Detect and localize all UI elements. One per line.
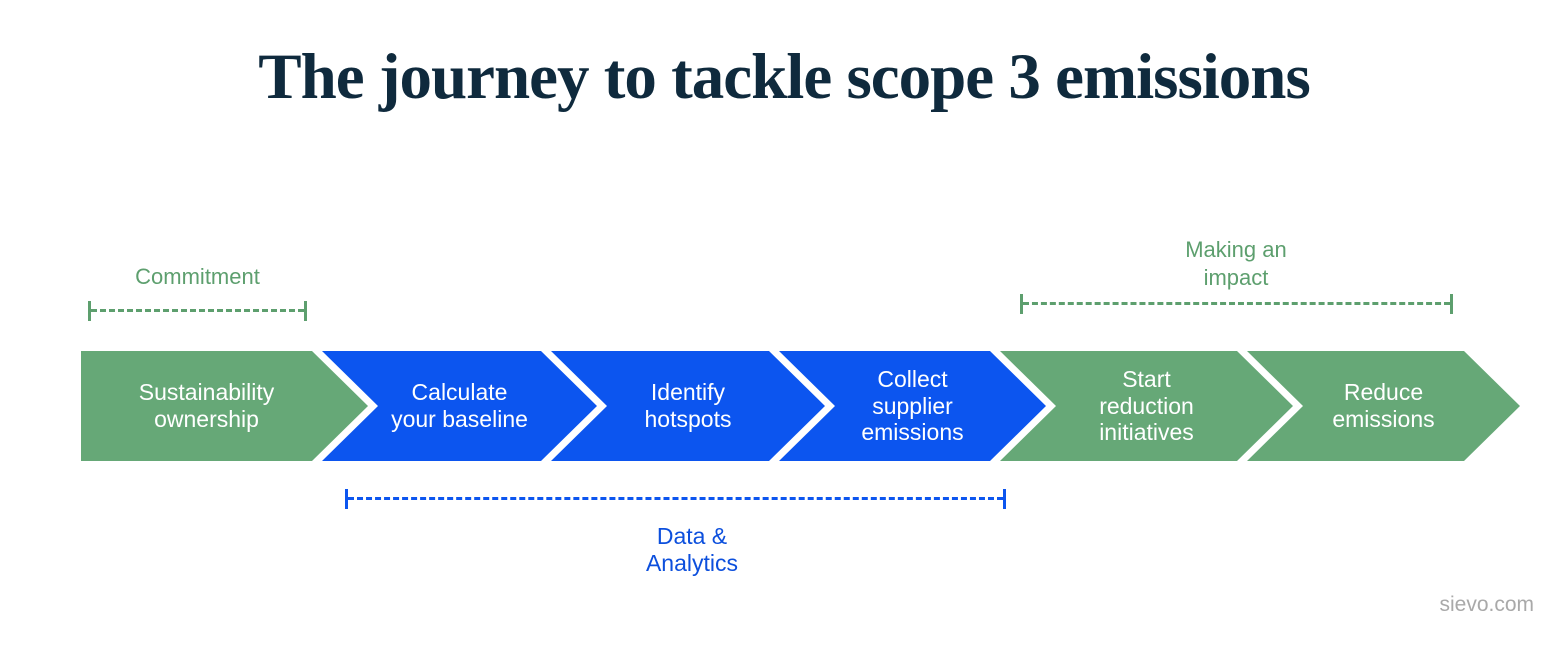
- bracket-right-tick: [1450, 294, 1453, 314]
- website-url: sievo.com: [1439, 593, 1534, 616]
- bracket-left-tick: [88, 301, 91, 321]
- bracket-dashed-line: [348, 497, 1003, 500]
- bracket-right-tick: [304, 301, 307, 321]
- phase-label-commitment: Commitment: [135, 264, 260, 289]
- page-title: The journey to tackle scope 3 emissions: [258, 41, 1311, 113]
- phase-bracket-commitment: [88, 301, 307, 321]
- phase-label-making-an-impact: Making an impact: [1185, 237, 1287, 290]
- bracket-right-tick: [1003, 489, 1006, 509]
- stage-collect-supplier-emissions: Collect supplier emissions: [779, 351, 1046, 461]
- bracket-dashed-line: [91, 309, 304, 312]
- bracket-left-tick: [345, 489, 348, 509]
- stage-start-reduction-initiatives: Start reduction initiatives: [1000, 351, 1293, 461]
- bracket-dashed-line: [1023, 302, 1450, 305]
- phase-label-data-analytics: Data & Analytics: [645, 523, 739, 576]
- bracket-left-tick: [1020, 294, 1023, 314]
- stage-sustainability-ownership: Sustainability ownership: [81, 351, 368, 461]
- phase-bracket-making-an-impact: [1020, 294, 1453, 314]
- phase-bracket-data-analytics: [345, 489, 1006, 509]
